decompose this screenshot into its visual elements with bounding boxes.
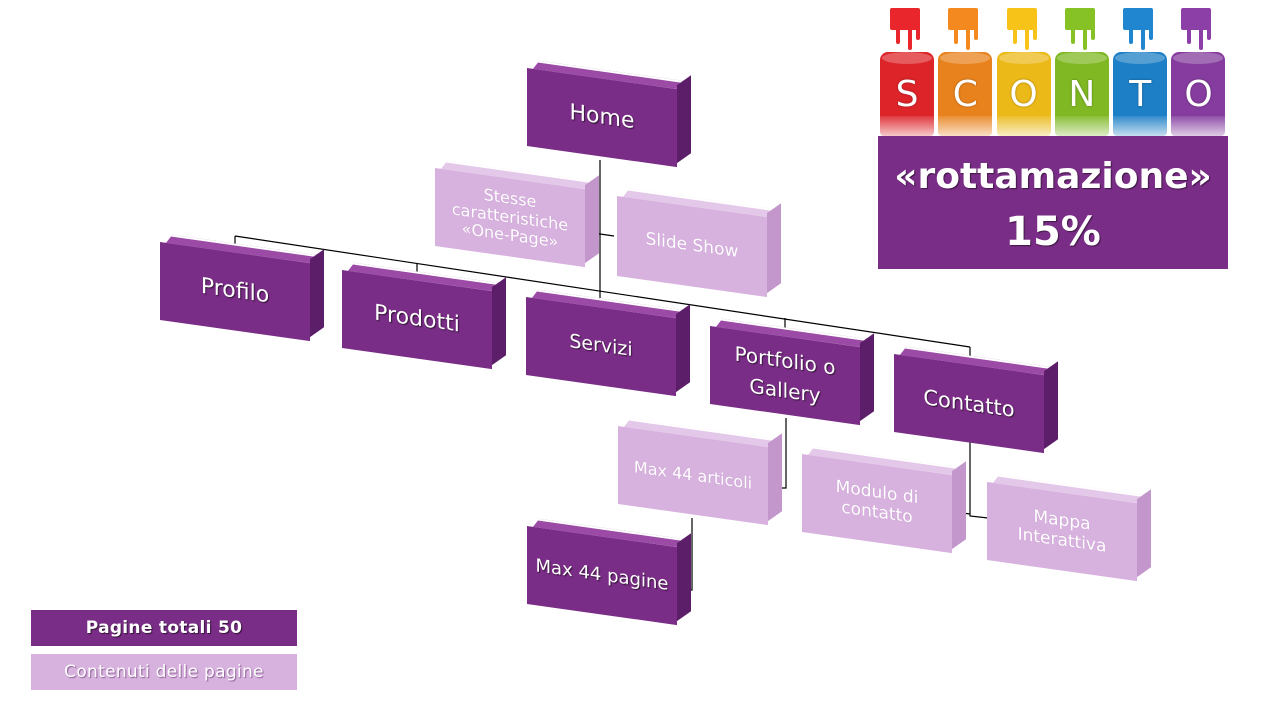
paint-drip-icon — [890, 8, 920, 30]
promo-letter: N — [1068, 74, 1096, 115]
paint-can-4: N — [1053, 8, 1111, 136]
promo-letter: S — [895, 74, 919, 115]
node-home: Home — [527, 60, 691, 168]
node-contatto-label: Contatto — [923, 385, 1015, 422]
paint-drip-icon — [1006, 8, 1037, 30]
node-home-label: Home — [569, 100, 635, 135]
node-interactive-map-label: Mappa Interattiva — [1017, 506, 1107, 557]
paint-drip-icon — [948, 8, 979, 30]
node-contact-form: Modulo di contatto — [802, 446, 966, 554]
legend-total-pages-label: Pagine totali 50 — [85, 618, 243, 638]
promo-letter: O — [1009, 74, 1038, 115]
node-interactive-map: Mappa Interattiva — [987, 474, 1151, 582]
paint-can-3: O — [995, 8, 1053, 136]
node-max-articles: Max 44 articoli — [618, 418, 782, 526]
legend-total-pages: Pagine totali 50 — [31, 610, 297, 646]
paint-can-2: C — [936, 8, 994, 136]
paint-drip-icon — [1123, 8, 1154, 30]
node-servizi: Servizi — [526, 289, 690, 397]
paint-can-6: O — [1169, 8, 1227, 136]
paint-can-1: S — [878, 8, 936, 136]
paint-drip-icon — [1064, 8, 1095, 30]
node-portfolio-label: Portfolio o Gallery — [734, 341, 836, 408]
node-max-pages: Max 44 pagine — [527, 518, 691, 626]
promo-line-rottamazione: «rottamazione» — [894, 156, 1212, 197]
node-profilo: Profilo — [160, 234, 324, 342]
connector-contact-children — [969, 440, 989, 519]
node-slide-show: Slide Show — [617, 188, 781, 298]
legend-page-contents-label: Contenuti delle pagine — [64, 662, 264, 682]
promo-letter: C — [952, 74, 978, 115]
paint-can-5: T — [1111, 8, 1169, 136]
node-max-articles-label: Max 44 articoli — [633, 457, 753, 493]
node-slide-show-label: Slide Show — [645, 229, 739, 263]
promo-letter: O — [1184, 74, 1213, 115]
node-servizi-label: Servizi — [569, 330, 633, 362]
node-prodotti: Prodotti — [342, 262, 506, 370]
node-contatto: Contatto — [894, 346, 1058, 454]
node-home-features-label: Stesse caratteristiche «One-Page» — [451, 185, 569, 252]
node-portfolio: Portfolio o Gallery — [710, 318, 874, 426]
node-max-pages-label: Max 44 pagine — [535, 554, 669, 595]
node-home-features: Stesse caratteristiche «One-Page» — [435, 160, 599, 268]
paint-drip-icon — [1181, 8, 1212, 30]
node-contact-form-label: Modulo di contatto — [835, 477, 919, 528]
node-prodotti-label: Prodotti — [374, 300, 460, 338]
promo-panel: «rottamazione» 15% — [878, 136, 1228, 269]
node-profilo-label: Profilo — [200, 274, 270, 309]
legend-page-contents: Contenuti delle pagine — [31, 654, 297, 690]
promo-letter: T — [1129, 74, 1152, 115]
promo-line-percent: 15% — [1005, 209, 1101, 255]
